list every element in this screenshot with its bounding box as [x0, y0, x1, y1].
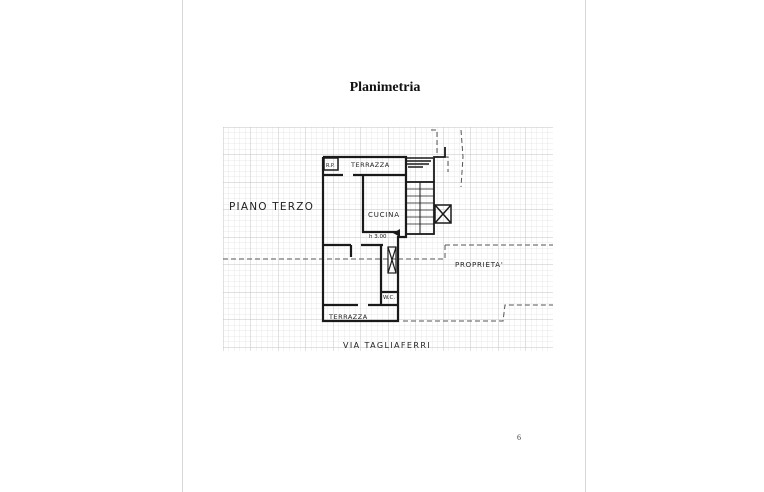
floor-plan-image: PIANO TERZO TERRAZZA CUCINA R.P. h 3.00 …	[223, 127, 553, 351]
staircase	[405, 147, 446, 235]
street-label: VIA TAGLIAFERRI	[343, 341, 431, 350]
floor-label: PIANO TERZO	[229, 201, 314, 213]
building-walls	[321, 155, 408, 323]
page-title: Planimetria	[349, 80, 421, 95]
height-mark: h 3.00	[369, 234, 387, 240]
lift-shaft	[434, 204, 452, 224]
grid-paper	[223, 127, 553, 351]
property-label: PROPRIETA'	[455, 261, 504, 269]
room-label-terrace-bottom: TERRAZZA	[328, 313, 368, 321]
room-label-wc: W.C.	[383, 295, 395, 301]
room-label-kitchen: CUCINA	[368, 211, 400, 219]
room-label-terrace-top: TERRAZZA	[350, 161, 390, 169]
closet-box	[323, 157, 339, 171]
narrow-box	[387, 246, 397, 274]
entry-arrow	[393, 229, 400, 237]
page-number: 6	[517, 433, 521, 442]
document-page: Planimetria	[182, 0, 586, 492]
room-label-closet: R.P.	[326, 163, 335, 169]
hatched-wall	[406, 157, 433, 168]
